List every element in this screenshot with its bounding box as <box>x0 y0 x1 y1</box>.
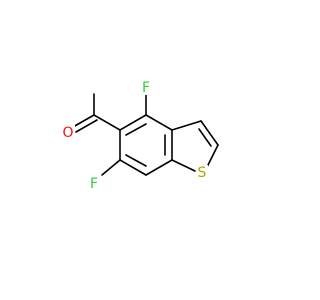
sulfur-label: S <box>198 165 207 181</box>
bond-c7-c7a <box>145 159 173 176</box>
bond-cho-o-outer <box>72 114 95 128</box>
bond-cho-o-inner <box>75 119 98 133</box>
bond-c3-c2 <box>200 120 219 146</box>
bond-c4-c5 <box>119 114 147 131</box>
bond-c3a-c4 <box>145 114 173 131</box>
bond-s1-c7a <box>171 159 196 172</box>
atom-label-group: F F O S <box>62 80 208 192</box>
bond-c6-c7-inner <box>125 154 147 167</box>
fluorine-bottom-label: F <box>90 176 98 192</box>
bond-c5-cho <box>93 114 121 131</box>
bond-c3a-c3 <box>171 120 202 131</box>
fluorine-top-label: F <box>142 80 150 96</box>
molecule-structure: F F O S <box>62 80 219 192</box>
bond-c3-c2-inner <box>198 128 212 147</box>
bond-group <box>72 92 219 176</box>
bond-c6-f <box>101 159 121 176</box>
oxygen-label: O <box>62 125 73 141</box>
bond-c4-c5-inner <box>125 123 147 136</box>
bond-c2-s1 <box>206 144 219 168</box>
bond-c6-c7 <box>119 159 147 176</box>
